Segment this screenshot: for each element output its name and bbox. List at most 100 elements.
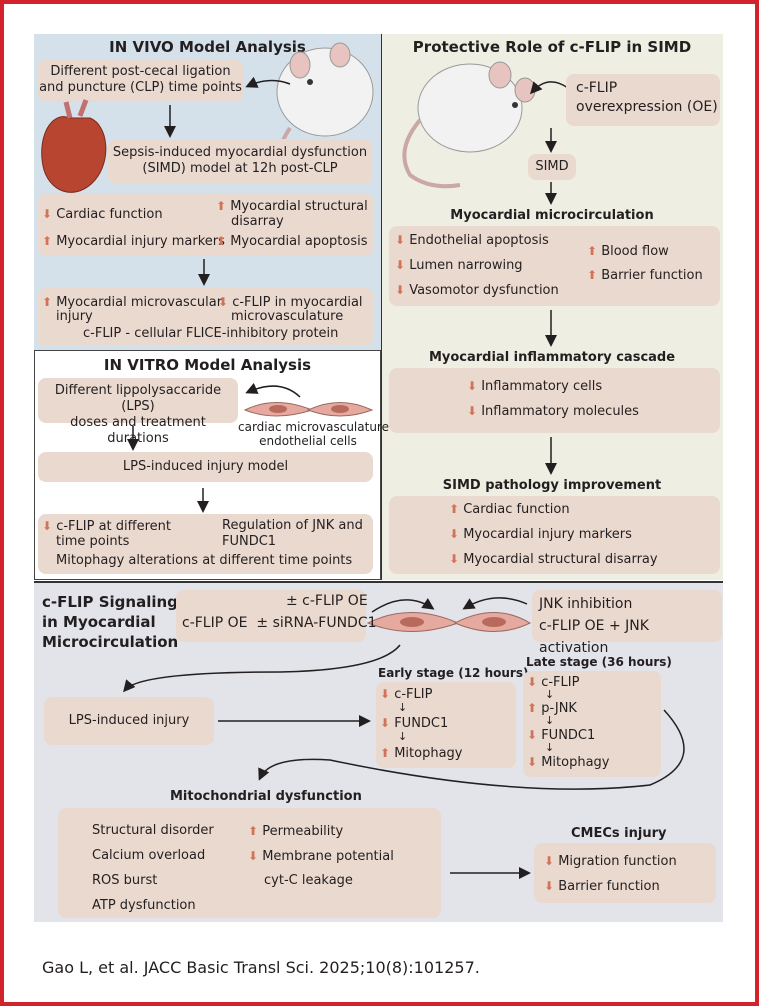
clp-line-2: and puncture (CLP) time points xyxy=(39,80,242,95)
jnk-conditions-box: JNK inhibition c-FLIP OE + JNK activatio… xyxy=(532,590,722,656)
early-title: Early stage (12 hours) xyxy=(378,666,529,680)
late-pjnk: p-JNK xyxy=(541,701,577,716)
down-arrow-icon: ⬇ xyxy=(527,675,538,689)
jnk-activation: c-FLIP OE + JNK activation xyxy=(539,618,649,656)
simd-model-line-2: (SIMD) model at 12h post-CLP xyxy=(142,161,338,176)
up-arrow-icon: ⬆ xyxy=(527,701,538,715)
divider-horizontal xyxy=(34,581,723,583)
cell-label: cardiac microvasculature endothelial cel… xyxy=(238,420,389,448)
up-arrow-icon: ⬆ xyxy=(42,234,53,248)
down-arrow-icon: ⬇ xyxy=(380,716,391,730)
invivo-micro-box: ⬆ Myocardial microvascular injury ⬇ c-FL… xyxy=(38,288,373,346)
invivo-effects-box: ⬇ Cardiac function ⬆ Myocardial injury m… xyxy=(38,193,373,256)
invivo-title: IN VIVO Model Analysis xyxy=(109,38,306,56)
jnk-regulation-1: Regulation of JNK and xyxy=(222,518,363,533)
signaling-title: c-FLIP Signaling in Myocardial Microcirc… xyxy=(42,592,178,652)
microcirculation-box: ⬇ Endothelial apoptosis ⬇ Lumen narrowin… xyxy=(389,226,720,306)
mito-title: Mitochondrial dysfunction xyxy=(170,789,362,804)
improve-title: SIMD pathology improvement xyxy=(442,478,662,493)
late-title: Late stage (36 hours) xyxy=(526,655,672,669)
endothelial-apoptosis: Endothelial apoptosis xyxy=(409,233,549,248)
cflip-time-1: c-FLIP at different xyxy=(56,519,171,534)
mitophagy-alterations: Mitophagy alterations at different time … xyxy=(56,553,353,568)
cflip-footnote: c-FLIP - cellular FLICE-inhibitory prote… xyxy=(83,326,339,341)
cell-label-2: endothelial cells xyxy=(259,434,357,448)
down-arrow-icon: ⬇ xyxy=(248,849,259,863)
down-arrow-icon: ⬇ xyxy=(395,283,406,297)
effect-injury-markers: Myocardial injury markers xyxy=(56,234,225,249)
effect-cardiac: Cardiac function xyxy=(56,207,163,222)
sirna-condition: c-FLIP OE ± siRNA-FUNDC1 xyxy=(182,615,377,631)
flow-arrow-icon: ↓ xyxy=(545,714,555,727)
down-arrow-icon: ⬇ xyxy=(527,728,538,742)
early-stage-box: ⬇ c-FLIP ↓ ⬇ FUNDC1 ↓ ⬆ Mitophagy xyxy=(376,682,516,768)
inflammatory-box: ⬇ Inflammatory cells ⬇ Inflammatory mole… xyxy=(389,368,720,433)
improve-disarray: Myocardial structural disarray xyxy=(463,552,658,567)
down-arrow-icon: ⬇ xyxy=(449,527,460,541)
improve-markers: Myocardial injury markers xyxy=(463,527,632,542)
flow-arrow-icon: ↓ xyxy=(545,741,555,754)
mito-ros: ROS burst xyxy=(92,873,158,888)
micro-injury-2: injury xyxy=(56,309,93,324)
mito-membrane: Membrane potential xyxy=(262,849,394,864)
late-fundc1: FUNDC1 xyxy=(541,728,596,743)
late-mitophagy: Mitophagy xyxy=(541,755,610,770)
divider-vertical xyxy=(381,34,382,580)
effect-apoptosis: Myocardial apoptosis xyxy=(230,234,368,249)
late-stage-box: ⬇ c-FLIP ↓ ⬆ p-JNK ↓ ⬇ FUNDC1 ↓ ⬇ Mitoph… xyxy=(523,671,661,777)
simd-box: SIMD xyxy=(528,154,576,180)
down-arrow-icon: ⬇ xyxy=(544,879,555,893)
lps-doses-line-1: Different lippolysaccaride (LPS) xyxy=(54,383,222,414)
oe-conditions-box: ± c-FLIP OE c-FLIP OE ± siRNA-FUNDC1 xyxy=(176,590,377,642)
effect-structural-1: Myocardial structural xyxy=(230,199,368,214)
cflip-micro-1: c-FLIP in myocardial xyxy=(232,295,363,310)
signaling-title-2: in Myocardial xyxy=(42,613,156,631)
up-arrow-icon: ⬆ xyxy=(380,746,391,760)
citation: Gao L, et al. JACC Basic Transl Sci. 202… xyxy=(42,958,480,977)
down-arrow-icon: ⬇ xyxy=(449,552,460,566)
lps-doses-line-2: doses and treatment durations xyxy=(70,415,206,446)
signaling-title-1: c-FLIP Signaling xyxy=(42,593,178,611)
flow-arrow-icon: ↓ xyxy=(398,730,408,743)
micro-title: Myocardial microcirculation xyxy=(450,208,654,223)
improvement-box: ⬆ Cardiac function ⬇ Myocardial injury m… xyxy=(389,496,720,574)
down-arrow-icon: ⬇ xyxy=(218,295,229,309)
cflip-micro-2: microvasculature xyxy=(231,309,344,324)
vasomotor-dysfunction: Vasomotor dysfunction xyxy=(409,283,559,298)
flow-arrow-icon: ↓ xyxy=(398,701,408,714)
lps-doses-box: Different lippolysaccaride (LPS) doses a… xyxy=(38,378,238,446)
cmec-barrier: Barrier function xyxy=(558,879,660,894)
inflammatory-cells: Inflammatory cells xyxy=(481,379,603,394)
cflip-oe-condition: ± c-FLIP OE xyxy=(286,593,368,609)
down-arrow-icon: ⬇ xyxy=(467,379,478,393)
up-arrow-icon: ⬆ xyxy=(248,824,259,838)
jnk-inhibition: JNK inhibition xyxy=(539,596,633,612)
effect-structural-2: disarray xyxy=(231,214,284,229)
down-arrow-icon: ⬇ xyxy=(544,854,555,868)
up-arrow-icon: ⬆ xyxy=(449,502,460,516)
lumen-narrowing: Lumen narrowing xyxy=(409,258,523,273)
up-arrow-icon: ⬆ xyxy=(587,244,598,258)
early-fundc1: FUNDC1 xyxy=(394,716,449,731)
down-arrow-icon: ⬇ xyxy=(467,404,478,418)
clp-line-1: Different post-cecal ligation xyxy=(50,64,231,79)
mito-permeability: Permeability xyxy=(262,824,344,839)
inflammatory-molecules: Inflammatory molecules xyxy=(481,404,639,419)
improve-cardiac: Cardiac function xyxy=(463,502,570,517)
up-arrow-icon: ⬆ xyxy=(216,234,227,248)
invitro-title: IN VITRO Model Analysis xyxy=(103,356,312,374)
inflam-title: Myocardial inflammatory cascade xyxy=(428,350,676,365)
up-arrow-icon: ⬆ xyxy=(587,268,598,282)
cflip-oe-2: overexpression (OE) xyxy=(576,99,718,115)
cflip-oe-1: c-FLIP xyxy=(576,80,618,96)
barrier-function: Barrier function xyxy=(601,268,703,283)
flow-arrow-icon: ↓ xyxy=(545,688,555,701)
cmec-title: CMECs injury xyxy=(571,826,667,841)
lps-injury-box: LPS-induced injury xyxy=(44,697,214,745)
cflip-oe-box: c-FLIP overexpression (OE) xyxy=(566,74,720,126)
mito-atp: ATP dysfunction xyxy=(92,898,196,913)
down-arrow-icon: ⬇ xyxy=(380,687,391,701)
down-arrow-icon: ⬇ xyxy=(527,755,538,769)
invitro-results-box: ⬇ c-FLIP at different time points Regula… xyxy=(38,514,373,574)
jnk-regulation-2: FUNDC1 xyxy=(222,534,277,549)
